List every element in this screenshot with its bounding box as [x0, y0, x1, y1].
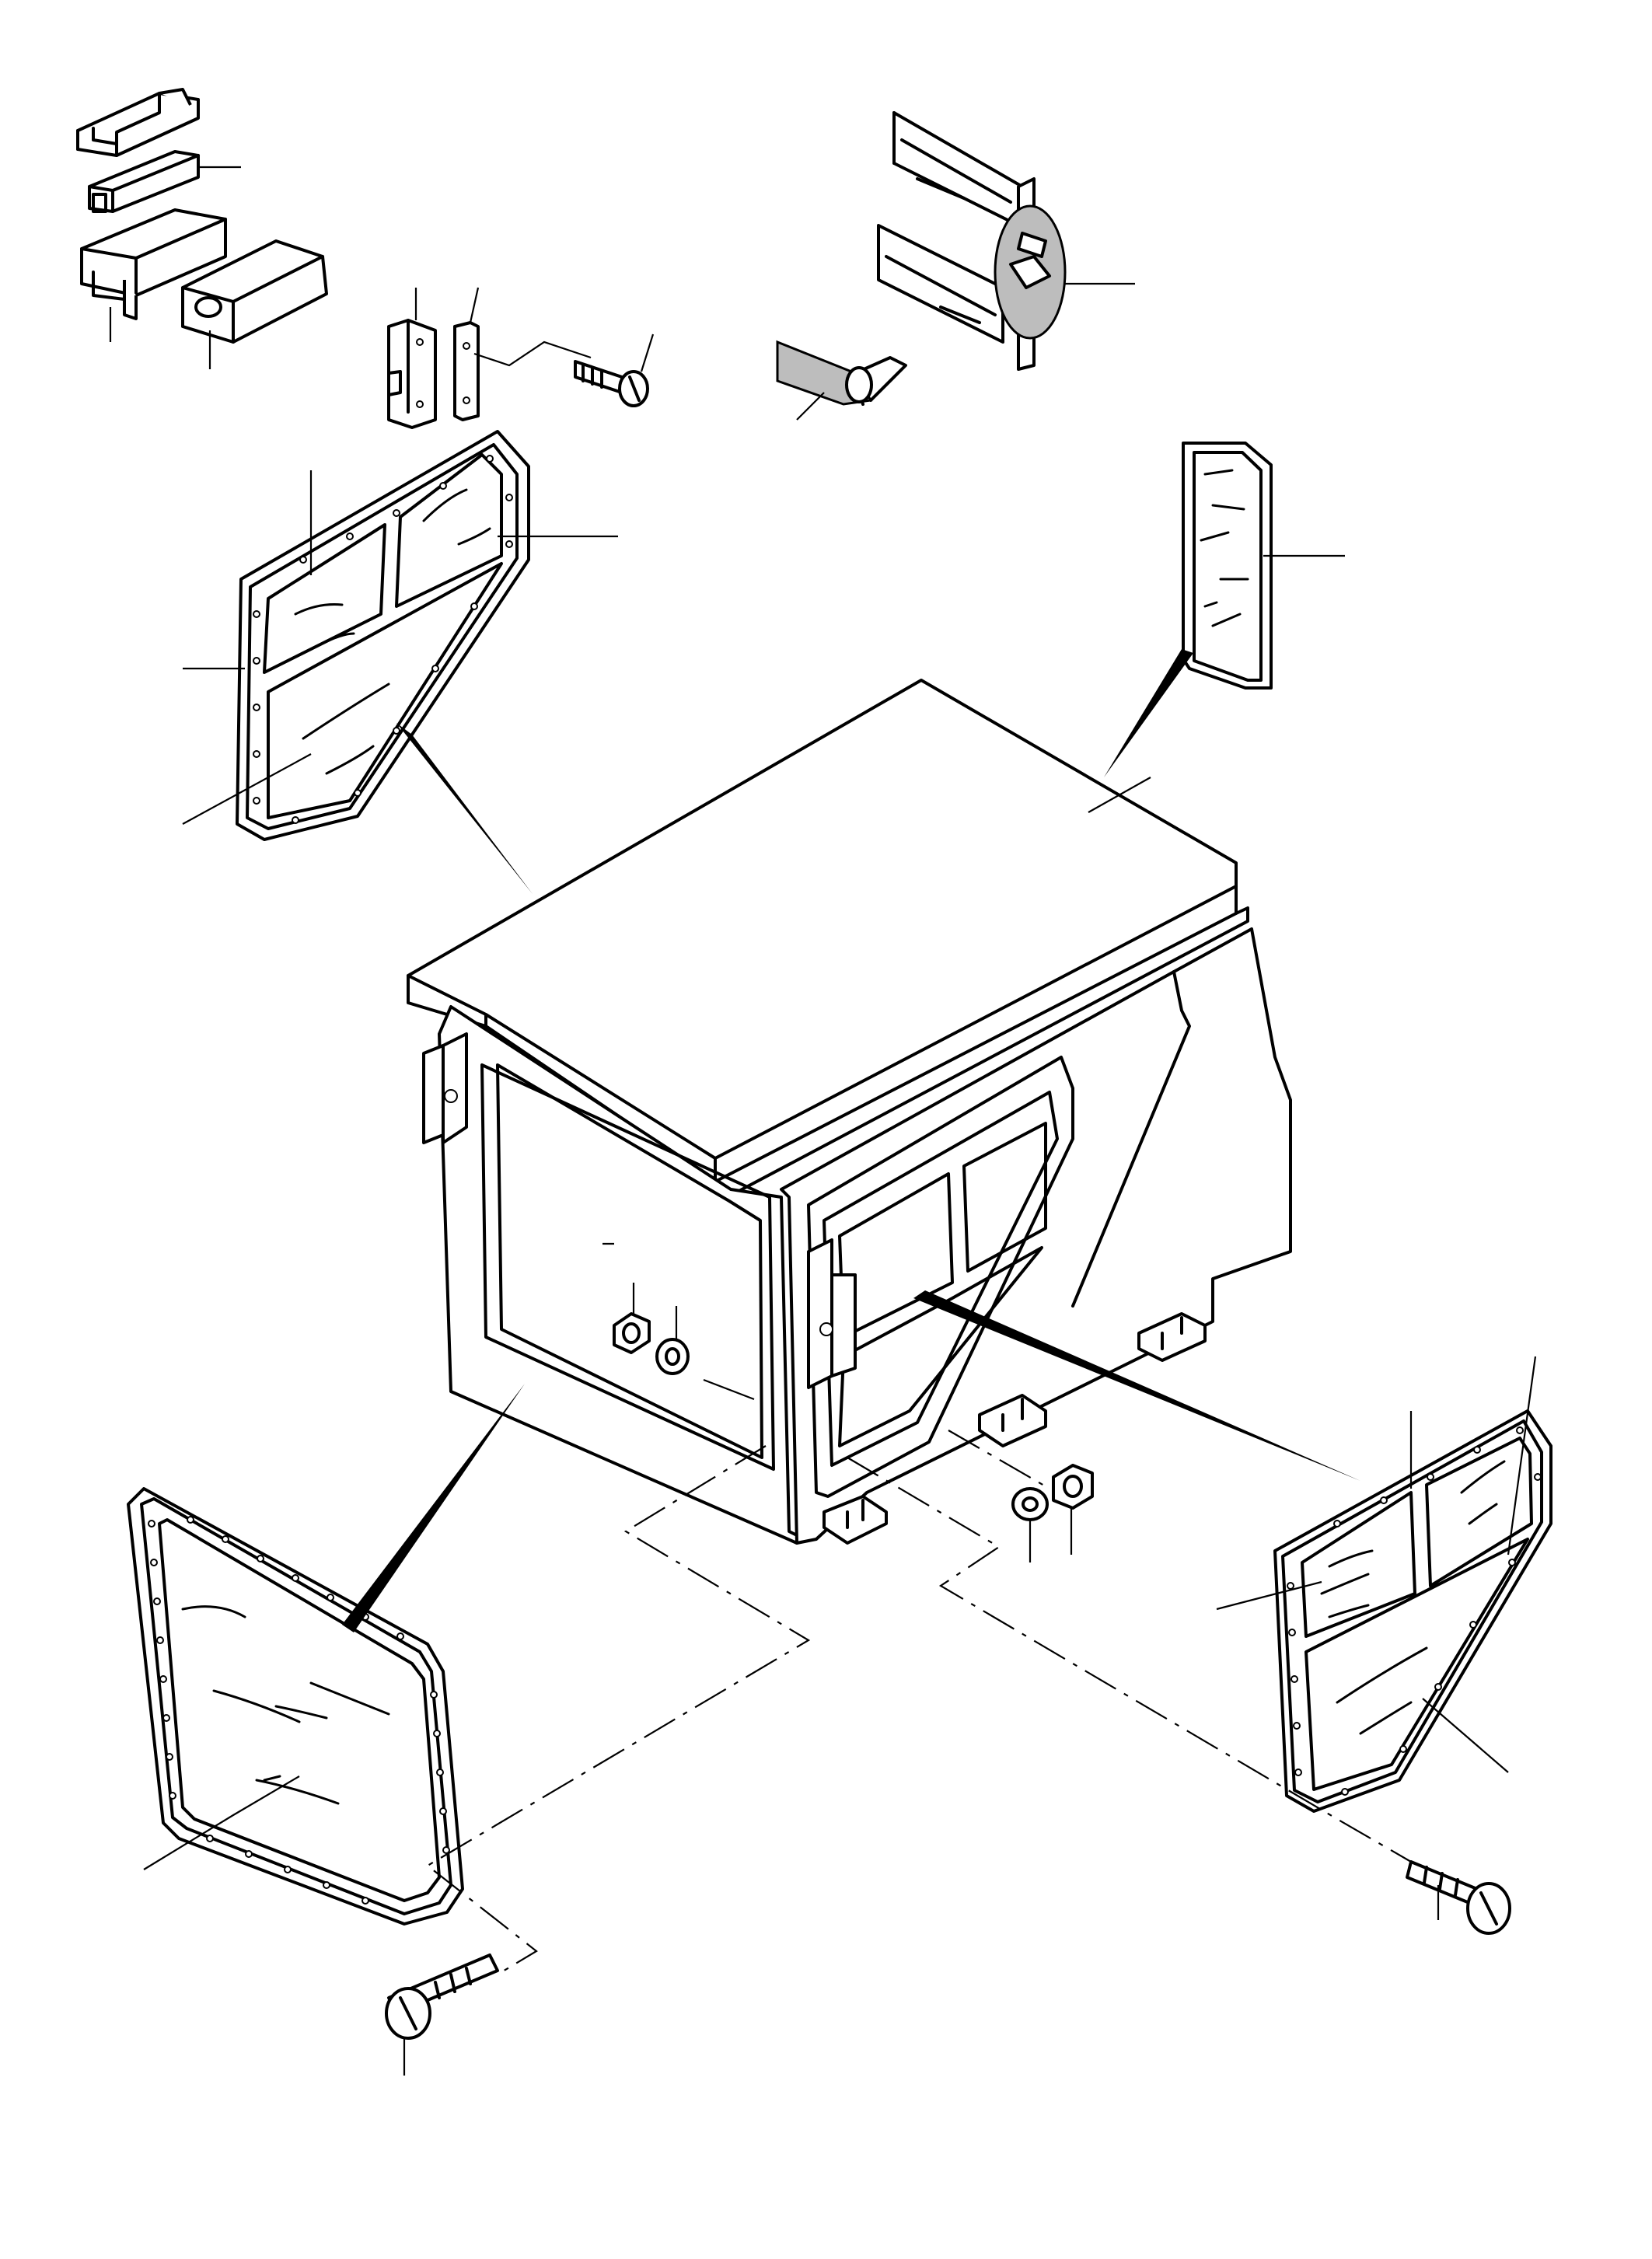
bolt-icon: [385, 1953, 499, 2076]
door-window-frame-icon: [1216, 1356, 1552, 1813]
weatherstrip-icon: [877, 111, 1135, 371]
rubber-profile-icon: [76, 88, 328, 369]
cab-body-icon: [407, 679, 1360, 1545]
rear-window-icon: [1104, 442, 1345, 777]
clamp-plate-icon: [387, 287, 592, 429]
washer-icon: [1011, 1487, 1049, 1562]
bolt-icon: [1406, 1860, 1511, 1935]
windshield-frame-icon: [127, 1384, 525, 1926]
assembly-centerlines: [426, 1430, 1412, 1975]
filler-strip-icon: [776, 340, 907, 421]
bolt-icon: [574, 333, 655, 407]
hex-nut-icon: [1052, 1464, 1094, 1555]
door-window-frame-icon: [182, 430, 618, 894]
